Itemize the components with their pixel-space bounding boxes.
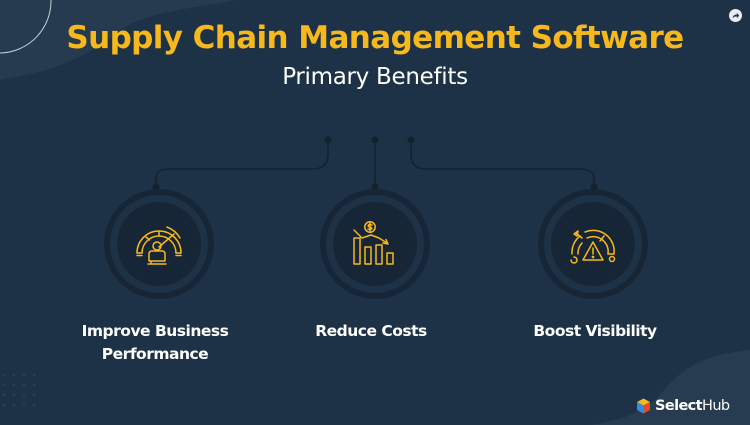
benefit-improve-performance bbox=[104, 189, 214, 299]
performance-gauge-person-icon bbox=[136, 226, 182, 265]
brand-name-bold: Select bbox=[655, 398, 703, 414]
selecthub-cube-icon bbox=[637, 398, 650, 414]
benefit-boost-visibility bbox=[538, 189, 648, 299]
icon-badge bbox=[117, 202, 201, 286]
share-button[interactable] bbox=[729, 9, 742, 22]
share-arrow-icon bbox=[732, 12, 740, 19]
icon-badge bbox=[551, 202, 635, 286]
declining-cost-chart-icon bbox=[353, 221, 394, 265]
dot-grid-decoration bbox=[2, 373, 36, 407]
page-subtitle: Primary Benefits bbox=[282, 64, 468, 90]
selecthub-logo: SelectHub bbox=[636, 398, 730, 414]
benefit-reduce-costs bbox=[320, 189, 430, 299]
brand-name-regular: Hub bbox=[702, 398, 730, 414]
page-title: Supply Chain Management Software bbox=[66, 20, 684, 56]
benefit-label-boost-visibility: Boost Visibility bbox=[533, 322, 657, 340]
icon-ring bbox=[104, 189, 214, 299]
icon-ring bbox=[320, 189, 430, 299]
brand-name: SelectHub bbox=[655, 398, 730, 414]
icon-badge bbox=[333, 202, 417, 286]
icon-ring bbox=[538, 189, 648, 299]
benefit-label-improve-performance: Improve Business Performance bbox=[81, 322, 229, 363]
gauge-warning-icon bbox=[570, 229, 616, 264]
connector-lines bbox=[152, 136, 598, 191]
benefit-label-reduce-costs: Reduce Costs bbox=[315, 322, 427, 340]
